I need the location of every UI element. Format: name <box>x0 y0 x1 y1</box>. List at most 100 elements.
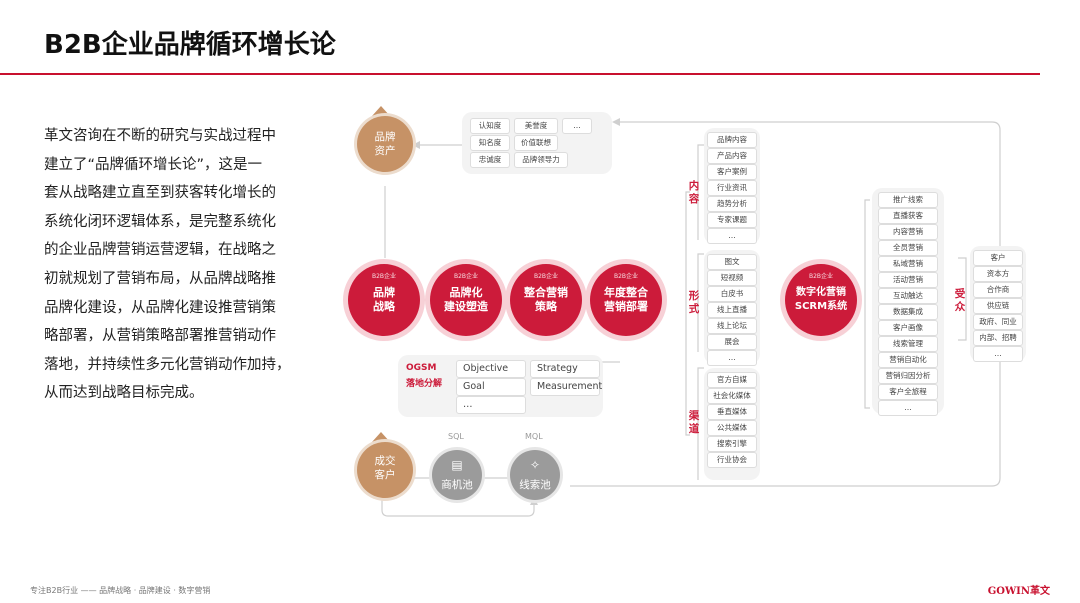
strategy-label: 策略 <box>535 300 557 313</box>
audience-item: 合作商 <box>973 282 1023 298</box>
strategy-tag: B2B企业 <box>613 273 639 280</box>
crown-icon <box>372 432 390 442</box>
channel-item: 垂直媒体 <box>707 404 757 420</box>
content-item: 产品内容 <box>707 148 757 164</box>
footer-tagline: 专注B2B行业 —— 品牌战略 · 品牌建设 · 数字营销 <box>30 586 211 595</box>
content-item: 客户案例 <box>707 164 757 180</box>
channel-item: 社会化媒体 <box>707 388 757 404</box>
sql-caption: SQL <box>448 432 464 441</box>
intro-line: 套从战略建立直至到获客转化增长的 <box>44 185 276 202</box>
scrm-item: 互动触达 <box>878 288 938 304</box>
scrm-item: 推广线索 <box>878 192 938 208</box>
form-item: 展会 <box>707 334 757 350</box>
form-item: 线上直播 <box>707 302 757 318</box>
content-label-text: 内容 <box>688 180 700 205</box>
scrm-item: 数据集成 <box>878 304 938 320</box>
lead-pool-node: ✧ 线索池 <box>510 450 560 500</box>
awareness-tag: 价值联想 <box>514 135 558 151</box>
inbox-icon: ▤ <box>451 458 463 472</box>
intro-line: 系统化闭环逻辑体系，是完整系统化 <box>44 213 276 230</box>
audience-card: 客户 资本方 合作商 供应链 政府、同业 内部、招聘 … <box>970 246 1026 362</box>
form-item: 白皮书 <box>707 286 757 302</box>
brand-asset-label: 资产 <box>374 145 396 157</box>
channel-item: 公共媒体 <box>707 420 757 436</box>
channel-item: 搜索引擎 <box>707 436 757 452</box>
strategy-node-annual: B2B企业 年度整合营销部署 <box>590 264 662 336</box>
scrm-item: 营销自动化 <box>878 352 938 368</box>
ogsm-label: OGSM <box>406 363 437 373</box>
content-item: 品牌内容 <box>707 132 757 148</box>
content-card: 品牌内容 产品内容 客户案例 行业资讯 趋势分析 专家课题 … <box>704 128 760 244</box>
strategy-label: 建设塑造 <box>444 300 488 313</box>
strategy-node-integrated: B2B企业 整合营销策略 <box>510 264 582 336</box>
intro-line: 革文咨询在不断的研究与实战过程中 <box>44 128 276 144</box>
content-item: … <box>707 228 757 244</box>
audience-label: 受众 <box>954 288 966 314</box>
content-label: 内容 <box>688 180 700 206</box>
form-item: … <box>707 350 757 366</box>
strategy-tag: B2B企业 <box>371 273 397 280</box>
opportunity-pool-node: ▤ 商机池 <box>432 450 482 500</box>
scrm-item: 客户全旅程 <box>878 384 938 400</box>
ogsm-item: Goal <box>456 378 526 396</box>
audience-item: 供应链 <box>973 298 1023 314</box>
audience-item: … <box>973 346 1023 362</box>
page-title: B2B企业品牌循环增长论 <box>44 30 336 60</box>
lead-pool-label: 线索池 <box>519 479 551 491</box>
intro-line: 初就规划了营销布局，从品牌战略推 <box>44 270 276 287</box>
converted-label: 客户 <box>374 469 396 481</box>
brand-awareness-card: 认知度 美誉度 … 知名度 价值联想 忠诚度 品牌领导力 <box>462 112 612 174</box>
intro-line: 略部署，从营销策略部署推营销动作 <box>44 328 276 345</box>
strategy-node-building: B2B企业 品牌化建设塑造 <box>430 264 502 336</box>
form-label-text: 形式 <box>688 290 700 315</box>
content-item: 趋势分析 <box>707 196 757 212</box>
channel-item: 行业协会 <box>707 452 757 468</box>
converted-label: 成交 <box>374 455 396 467</box>
audience-item: 资本方 <box>973 266 1023 282</box>
awareness-tag: 品牌领导力 <box>514 152 568 168</box>
channel-label: 渠道 <box>688 410 700 436</box>
scrm-item: 私域营销 <box>878 256 938 272</box>
content-item: 行业资讯 <box>707 180 757 196</box>
ogsm-item: … <box>456 396 526 414</box>
awareness-tag: 认知度 <box>470 118 510 134</box>
audience-item: 客户 <box>973 250 1023 266</box>
ogsm-item: Objective <box>456 360 526 378</box>
scrm-item: 营销归因分析 <box>878 368 938 384</box>
audience-item: 政府、同业 <box>973 314 1023 330</box>
title-divider <box>0 73 1040 75</box>
form-item: 图文 <box>707 254 757 270</box>
strategy-tag: B2B企业 <box>533 273 559 280</box>
ogsm-item: Measurement <box>530 378 602 396</box>
converted-customer-node: 成交 客户 <box>357 442 413 498</box>
channel-card: 官方自媒 社会化媒体 垂直媒体 公共媒体 搜索引擎 行业协会 <box>704 368 760 480</box>
channel-item: 官方自媒 <box>707 372 757 388</box>
brand-asset-label: 品牌 <box>374 131 396 143</box>
crown-icon <box>372 106 390 116</box>
scrm-item: 客户画像 <box>878 320 938 336</box>
strategy-label: 品牌化 <box>449 286 483 299</box>
ogsm-item: Strategy <box>530 360 600 378</box>
form-label: 形式 <box>688 290 700 316</box>
awareness-tag: 知名度 <box>470 135 510 151</box>
strategy-label: 年度整合 <box>604 286 648 299</box>
form-card: 图文 短视频 白皮书 线上直播 线上论坛 展会 … <box>704 250 760 366</box>
intro-line: 落地，并持续性多元化营销动作加持， <box>44 356 291 373</box>
growth-loop-diagram: 品牌 资产 认知度 美誉度 … 知名度 价值联想 忠诚度 品牌领导力 B2B企业… <box>330 100 1030 525</box>
intro-line: 的企业品牌营销运营逻辑，在战略之 <box>44 242 276 259</box>
form-item: 线上论坛 <box>707 318 757 334</box>
awareness-tag: 美誉度 <box>514 118 558 134</box>
intro-paragraph: 革文咨询在不断的研究与实战过程中 建立了“品牌循环增长论”，这是一 套从战略建立… <box>44 122 299 408</box>
scrm-item: 线索管理 <box>878 336 938 352</box>
audience-item: 内部、招聘 <box>973 330 1023 346</box>
scrm-item: 全员营销 <box>878 240 938 256</box>
ogsm-card: OGSM 落地分解 Objective Strategy Goal Measur… <box>398 355 603 417</box>
funnel-icon: ✧ <box>529 458 541 472</box>
strategy-label: SCRM系统 <box>794 301 848 312</box>
strategy-tag: B2B企业 <box>453 273 479 280</box>
ogsm-label: 落地分解 <box>406 379 443 389</box>
content-item: 专家课题 <box>707 212 757 228</box>
intro-line: 从而达到战略目标完成。 <box>44 385 204 402</box>
intro-line: 品牌化建设，从品牌化建设推营销策 <box>44 299 276 316</box>
scrm-feature-card: 推广线索 直播获客 内容营销 全员营销 私域营销 活动营销 互动触达 数据集成 … <box>872 188 944 416</box>
